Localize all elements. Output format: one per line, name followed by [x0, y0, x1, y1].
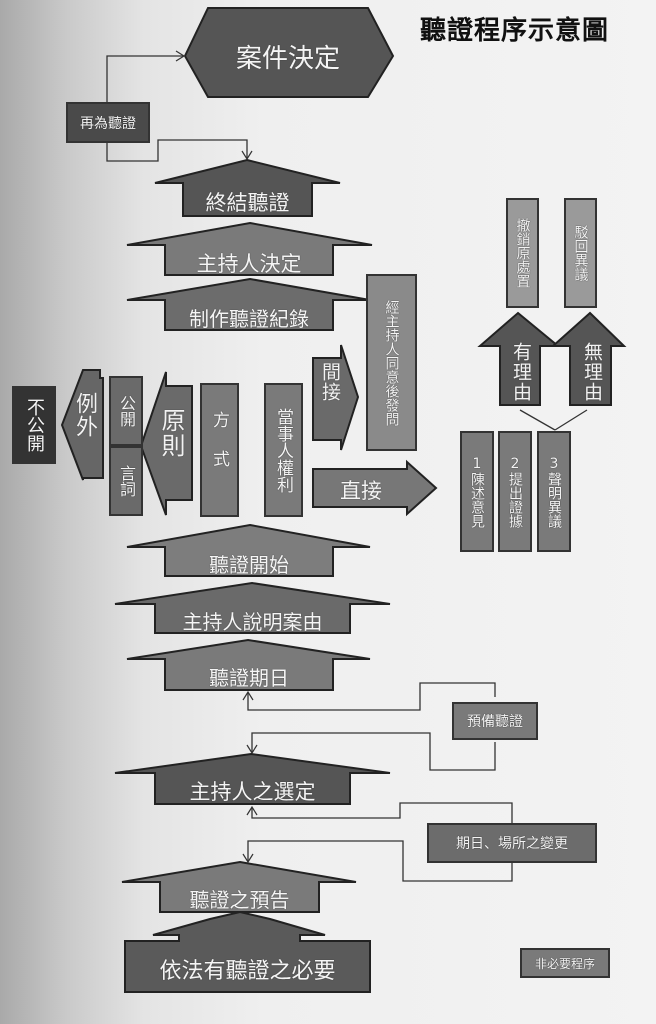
hearing-notice-label: 聽證之預告 [189, 888, 290, 912]
exception-arrow [60, 369, 104, 481]
hearing-start-arrow [126, 523, 371, 577]
prep-hearing-connector-down [251, 732, 496, 771]
indirect-arrow [312, 344, 360, 451]
explain-case-arrow [114, 581, 391, 634]
change-connector-up [251, 802, 513, 823]
step-3-label: 3聲明異議 [546, 455, 562, 528]
speech-label: 言詞 [117, 465, 136, 497]
presiding-decision-arrow [126, 221, 373, 276]
legal-necessity-arrow [124, 910, 371, 993]
rehearing-box: 再為聽證 [66, 102, 150, 143]
prep-hearing-connector-up [247, 682, 496, 711]
rehearing-connector-down [106, 139, 248, 162]
explain-case-label: 主持人說明案由 [182, 610, 323, 634]
public-box: 公開 [109, 376, 143, 446]
step-1-label: 1陳述意見 [469, 455, 485, 528]
without-reason-up-arrow [550, 311, 627, 406]
end-hearing-arrow [154, 158, 341, 217]
diagram-title: 聽證程序示意圖 [420, 16, 610, 46]
ask-with-consent-label: 經主持人同意後發問 [383, 299, 400, 426]
method-label: 方式 [209, 411, 229, 489]
exception-label: 例外 [72, 392, 97, 438]
indirect-label: 間接 [319, 362, 341, 402]
hearing-date-arrow [126, 638, 371, 691]
reject-box: 駁回異議 [564, 198, 597, 308]
with-reason-label: 有理由 [510, 342, 532, 402]
presiding-decision-label: 主持人決定 [196, 252, 302, 276]
select-presiding-label: 主持人之選定 [189, 780, 316, 804]
direct-arrow [312, 459, 438, 517]
prep-hearing-box: 預備聽證 [452, 702, 538, 740]
case-decision-label: 案件決定 [235, 44, 340, 74]
non-required-box: 非必要程序 [520, 948, 610, 978]
public-label: 公開 [117, 395, 136, 427]
rehearing-connector-up [106, 55, 183, 103]
hearing-record-label: 制作聽證紀錄 [189, 307, 309, 331]
party-rights-label: 當事人權利 [273, 407, 293, 493]
revoke-label: 撤銷原處置 [514, 218, 531, 288]
not-public-box: 不公開 [12, 386, 56, 464]
step-1-box: 1陳述意見 [460, 431, 494, 552]
principle-label: 原則 [157, 408, 185, 458]
hearing-start-label: 聽證開始 [209, 553, 289, 577]
reject-label: 駁回異議 [572, 225, 589, 281]
change-date-place-box: 期日、場所之變更 [427, 823, 597, 863]
step-3-box: 3聲明異議 [537, 431, 571, 552]
revoke-box: 撤銷原處置 [506, 198, 539, 308]
change-connector-down [247, 840, 513, 882]
legal-necessity-label: 依法有聽證之必要 [159, 959, 336, 984]
hearing-record-arrow [126, 277, 371, 331]
party-rights-box: 當事人權利 [264, 383, 303, 517]
without-reason-label: 無理由 [581, 342, 603, 402]
hearing-date-label: 聽證期日 [209, 666, 289, 690]
step-2-label: 2提出證據 [507, 455, 523, 528]
speech-box: 言詞 [109, 446, 143, 516]
principle-arrow [139, 371, 193, 516]
ask-with-consent-box: 經主持人同意後發問 [366, 274, 417, 451]
method-box: 方式 [200, 383, 239, 517]
select-presiding-arrow [114, 752, 391, 805]
step-2-box: 2提出證據 [498, 431, 532, 552]
direct-label: 直接 [340, 479, 382, 503]
end-hearing-label: 終結聽證 [205, 191, 290, 215]
not-public-label: 不公開 [24, 398, 45, 452]
